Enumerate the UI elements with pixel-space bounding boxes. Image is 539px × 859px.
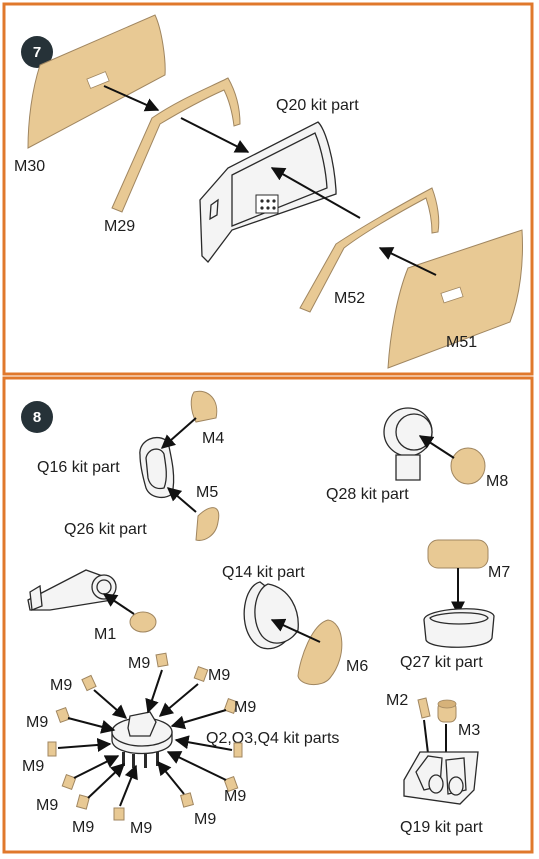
m9-plate [223, 698, 239, 714]
m9-plate [47, 741, 57, 757]
step-8-badge [21, 401, 53, 433]
m9-plate [180, 792, 194, 808]
arrow-m29-to-q20 [180, 117, 250, 153]
label-m9: M9 [130, 820, 152, 837]
m9-plate [76, 794, 90, 810]
m2-strip [417, 697, 431, 719]
m5-half-disc [195, 507, 220, 541]
m9-plate [193, 666, 209, 682]
label-m9: M9 [26, 714, 48, 731]
label-m5: M5 [196, 484, 218, 501]
label-m9: M9 [72, 819, 94, 836]
m9-plate [223, 776, 239, 792]
step-8-number: 8 [33, 409, 41, 426]
label-q27: Q27 kit part [400, 654, 483, 671]
label-q26: Q26 kit part [64, 521, 147, 538]
label-q14: Q14 kit part [222, 564, 305, 581]
arrow-m51-to-m52 [378, 247, 437, 276]
label-q20: Q20 kit part [276, 97, 359, 114]
arrow-m5-to-q16 [166, 487, 197, 513]
arrow-m8-to-q28 [418, 435, 455, 459]
label-m1: M1 [94, 626, 116, 643]
m4-half-disc [190, 390, 218, 423]
q14-kit-part [243, 581, 299, 650]
label-q28: Q28 kit part [326, 486, 409, 503]
step-7-panel: 7 M30 M29 Q20 kit part M52 M51 [2, 2, 534, 376]
q16-kit-part [139, 437, 175, 499]
step-8-frame [2, 376, 534, 854]
arrow-m30-to-m29 [103, 85, 160, 112]
m30-panel-cutout [86, 71, 110, 89]
m9-plate [55, 707, 71, 723]
m9-plate [233, 742, 243, 758]
label-q19: Q19 kit part [400, 819, 483, 836]
m1-disc [129, 611, 157, 633]
label-m9: M9 [128, 655, 150, 672]
label-m9: M9 [208, 667, 230, 684]
m52-frame-strip [299, 187, 440, 313]
label-m3: M3 [458, 722, 480, 739]
arrow-m1-to-q26 [102, 593, 135, 615]
m29-frame-strip [111, 77, 241, 213]
label-m4: M4 [202, 430, 224, 447]
label-m8: M8 [486, 473, 508, 490]
label-m2: M2 [386, 692, 408, 709]
step-7-frame [2, 2, 534, 376]
q19-kit-part [403, 751, 479, 805]
m9-plate [81, 674, 97, 692]
label-m6: M6 [346, 658, 368, 675]
step-7-badge [21, 36, 53, 68]
m9-plates [47, 652, 243, 821]
m3-part [437, 699, 457, 723]
m51-panel-cutout [440, 286, 464, 304]
m6-half-disc [297, 619, 343, 685]
q2-q3-q4-kit-parts [111, 711, 173, 768]
arrow-m52-to-q20 [270, 167, 361, 219]
label-q16: Q16 kit part [37, 459, 120, 476]
arrow-m4-to-q16 [160, 417, 197, 449]
label-m9: M9 [224, 788, 246, 805]
q28-kit-part [383, 407, 433, 481]
label-m51: M51 [446, 334, 477, 351]
label-m7: M7 [488, 564, 510, 581]
m9-plate [61, 774, 77, 790]
label-m9: M9 [194, 811, 216, 828]
step-7-number: 7 [33, 44, 41, 61]
label-m30: M30 [14, 158, 45, 175]
label-q2-q3-q4: Q2,Q3,Q4 kit parts [206, 730, 339, 747]
m8-disc [450, 447, 486, 485]
m9-labels: M9 M9 M9 M9 M9 M9 M9 M9 M9 M9 M9 [22, 655, 256, 837]
label-m9: M9 [50, 677, 72, 694]
step-8-panel: 8 M4 Q16 kit part M5 Q26 kit part M8 Q28… [2, 376, 534, 854]
label-m9: M9 [36, 797, 58, 814]
m9-arrows [57, 669, 233, 807]
label-m52: M52 [334, 290, 365, 307]
arrow-m6-to-q14 [270, 618, 321, 643]
m7-strip [427, 539, 489, 569]
q27-kit-part [423, 608, 495, 648]
q26-kit-part [27, 569, 117, 611]
label-m9: M9 [22, 758, 44, 775]
m9-plate [155, 652, 169, 668]
m9-plate [113, 807, 125, 821]
label-m29: M29 [104, 218, 135, 235]
label-m9: M9 [234, 699, 256, 716]
